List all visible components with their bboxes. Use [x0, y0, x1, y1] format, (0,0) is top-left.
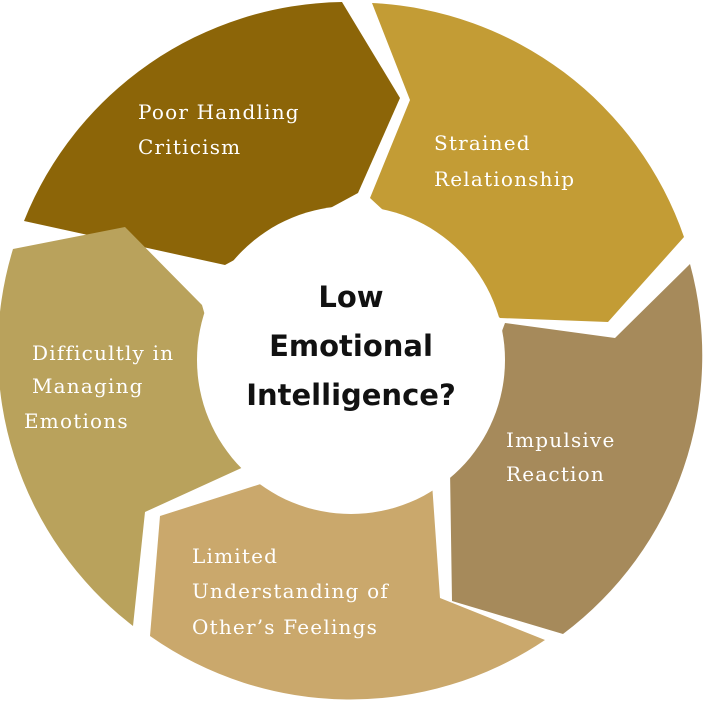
segment-label: Difficultly in — [32, 341, 174, 365]
segment-label: Relationship — [434, 167, 575, 191]
segment-difficultly-managing — [0, 227, 248, 626]
center-title-line-2: Emotional — [269, 329, 433, 363]
segment-label: Reaction — [506, 462, 605, 486]
segment-impulsive-reaction — [450, 264, 703, 634]
segment-label: Other’s Feelings — [192, 615, 378, 639]
segment-label: Managing — [32, 374, 144, 398]
segment-label: Limited — [192, 544, 278, 568]
segment-label: Impulsive — [506, 428, 616, 452]
segment-poor-handling-criticism — [24, 2, 400, 265]
segment-label: Understanding of — [192, 579, 389, 603]
center-title-line-1: Low — [318, 280, 383, 314]
segment-label: Emotions — [24, 409, 129, 433]
segment-limited-understanding — [150, 481, 545, 700]
segment-label: Strained — [434, 131, 531, 155]
segment-label: Criticism — [138, 135, 241, 159]
center-title-line-3: Intelligence? — [246, 378, 456, 412]
segment-label: Poor Handling — [138, 100, 300, 124]
center-circle — [197, 206, 505, 514]
